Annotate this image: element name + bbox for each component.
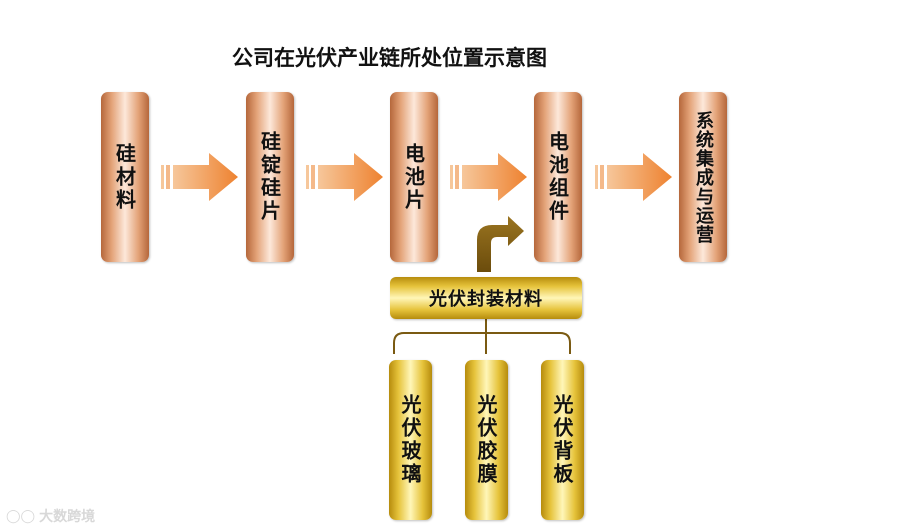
diagram-title: 公司在光伏产业链所处位置示意图 bbox=[232, 45, 547, 70]
material-pv-glass: 光伏玻璃 bbox=[389, 360, 432, 520]
watermark: ◯◯ 大数跨境 bbox=[6, 506, 95, 526]
stage-silicon-material: 硅材料 bbox=[101, 92, 149, 262]
stage-module: 电池组件 bbox=[534, 92, 582, 262]
flow-arrow-4 bbox=[595, 153, 672, 201]
stage-cell: 电池片 bbox=[390, 92, 438, 262]
stage-system-integration: 系统集成与运营 bbox=[679, 92, 727, 262]
flow-arrow-2 bbox=[306, 153, 383, 201]
material-pv-backsheet: 光伏背板 bbox=[541, 360, 584, 520]
bent-arrow bbox=[477, 216, 524, 272]
bracket-connector bbox=[393, 319, 571, 354]
watermark-text: 大数跨境 bbox=[39, 509, 96, 525]
flow-arrow-1 bbox=[161, 153, 238, 201]
flow-arrow-3 bbox=[450, 153, 527, 201]
material-pv-film: 光伏胶膜 bbox=[465, 360, 508, 520]
packaging-materials-bar: 光伏封装材料 bbox=[390, 277, 582, 319]
watermark-logo-icon: ◯◯ bbox=[6, 508, 36, 524]
stage-ingot-wafer: 硅锭硅片 bbox=[246, 92, 294, 262]
